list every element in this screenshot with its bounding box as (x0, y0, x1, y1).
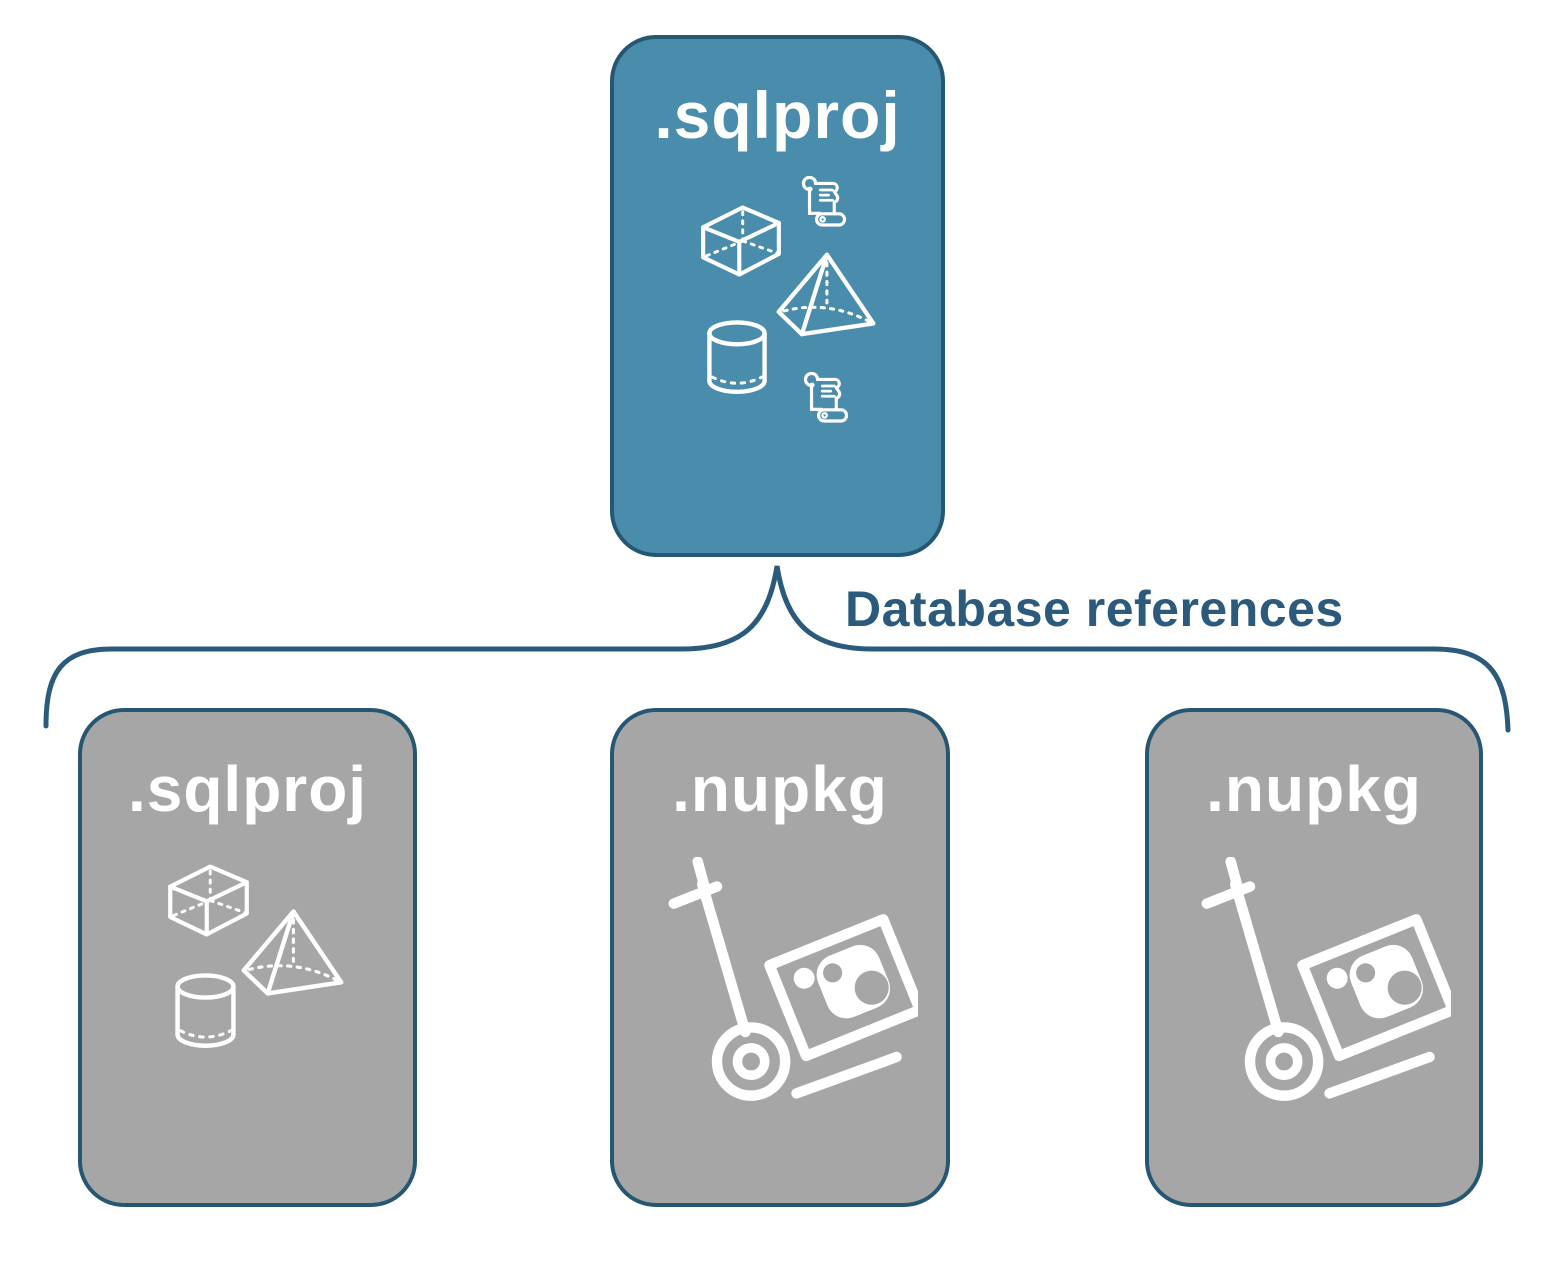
node-nupkg-reference-1: .nupkg (610, 708, 950, 1207)
pyramid-icon (776, 250, 876, 338)
node-label: .sqlproj (127, 753, 368, 825)
pyramid-icon (241, 907, 344, 997)
node-sqlproj-root: .sqlproj (610, 35, 945, 557)
node-nupkg-reference-2: .nupkg (1145, 708, 1483, 1207)
package-dolly-icon (1199, 857, 1451, 1107)
script-scroll-icon (796, 176, 852, 232)
node-sqlproj-reference: .sqlproj (78, 708, 417, 1207)
cube-icon (698, 201, 784, 281)
cylinder-icon (703, 320, 771, 398)
package-dolly-icon (666, 857, 918, 1107)
cylinder-icon (171, 973, 240, 1052)
node-label: .nupkg (1206, 753, 1422, 825)
connector-label: Database references (845, 581, 1344, 637)
node-label: .sqlproj (654, 78, 901, 152)
node-label: .nupkg (672, 753, 888, 825)
script-scroll-icon (798, 372, 854, 428)
cube-icon (165, 860, 252, 941)
